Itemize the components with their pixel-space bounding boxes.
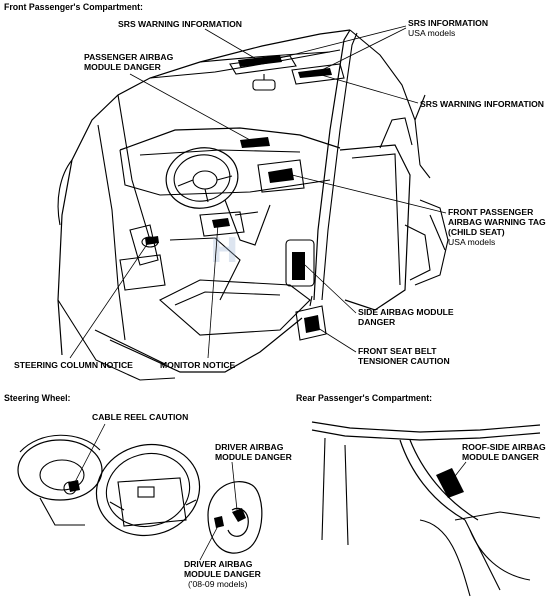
label-steering-column: STEERING COLUMN NOTICE	[14, 360, 133, 370]
label-cable-reel: CABLE REEL CAUTION	[92, 412, 188, 422]
front-compartment-illustration: H	[57, 29, 449, 381]
label-roof-side-line2: MODULE DANGER	[462, 452, 540, 462]
label-front-tag-line3: (CHILD SEAT)	[448, 227, 505, 237]
label-srs-warning-right: SRS WARNING INFORMATION	[420, 99, 544, 109]
section-title-rear: Rear Passenger's Compartment:	[296, 393, 432, 403]
label-side-airbag-line1: SIDE AIRBAG MODULE	[358, 307, 454, 317]
label-seat-belt-line1: FRONT SEAT BELT	[358, 346, 437, 356]
label-roof-side-line1: ROOF-SIDE AIRBAG	[462, 442, 546, 452]
label-driver-airbag-line1: DRIVER AIRBAG	[215, 442, 284, 452]
front-callouts: SRS WARNING INFORMATION SRS INFORMATION …	[14, 18, 546, 370]
label-srs-information-sub: USA models	[408, 28, 455, 38]
driver-airbag-module-illustration	[207, 481, 263, 554]
label-driver-airbag-b-line2: MODULE DANGER	[184, 569, 262, 579]
label-front-tag-line1: FRONT PASSENGER	[448, 207, 534, 217]
label-srs-warning-top: SRS WARNING INFORMATION	[118, 19, 242, 29]
label-driver-airbag-b-line1: DRIVER AIRBAG	[184, 559, 253, 569]
steering-column-illustration	[17, 434, 103, 526]
label-side-airbag-line2: DANGER	[358, 317, 396, 327]
label-monitor: MONITOR NOTICE	[160, 360, 236, 370]
steering-callouts: CABLE REEL CAUTION DRIVER AIRBAG MODULE …	[73, 412, 293, 589]
label-seat-belt-line2: TENSIONER CAUTION	[358, 356, 450, 366]
label-driver-airbag-line2: MODULE DANGER	[215, 452, 293, 462]
steering-wheel-illustration	[95, 443, 201, 537]
section-title-front: Front Passenger's Compartment:	[4, 2, 143, 12]
rear-callouts: ROOF-SIDE AIRBAG MODULE DANGER	[451, 442, 546, 481]
label-front-tag-line2: AIRBAG WARNING TAG	[448, 217, 546, 227]
section-title-steering: Steering Wheel:	[4, 393, 71, 403]
watermark: H	[210, 231, 238, 271]
label-driver-airbag-b-sub: ('08-09 models)	[188, 579, 248, 589]
label-srs-information: SRS INFORMATION	[408, 18, 488, 28]
rear-compartment-illustration	[311, 421, 541, 597]
label-passenger-airbag-line1: PASSENGER AIRBAG	[84, 52, 174, 62]
label-front-tag-sub: USA models	[448, 237, 495, 247]
label-passenger-airbag-line2: MODULE DANGER	[84, 62, 162, 72]
